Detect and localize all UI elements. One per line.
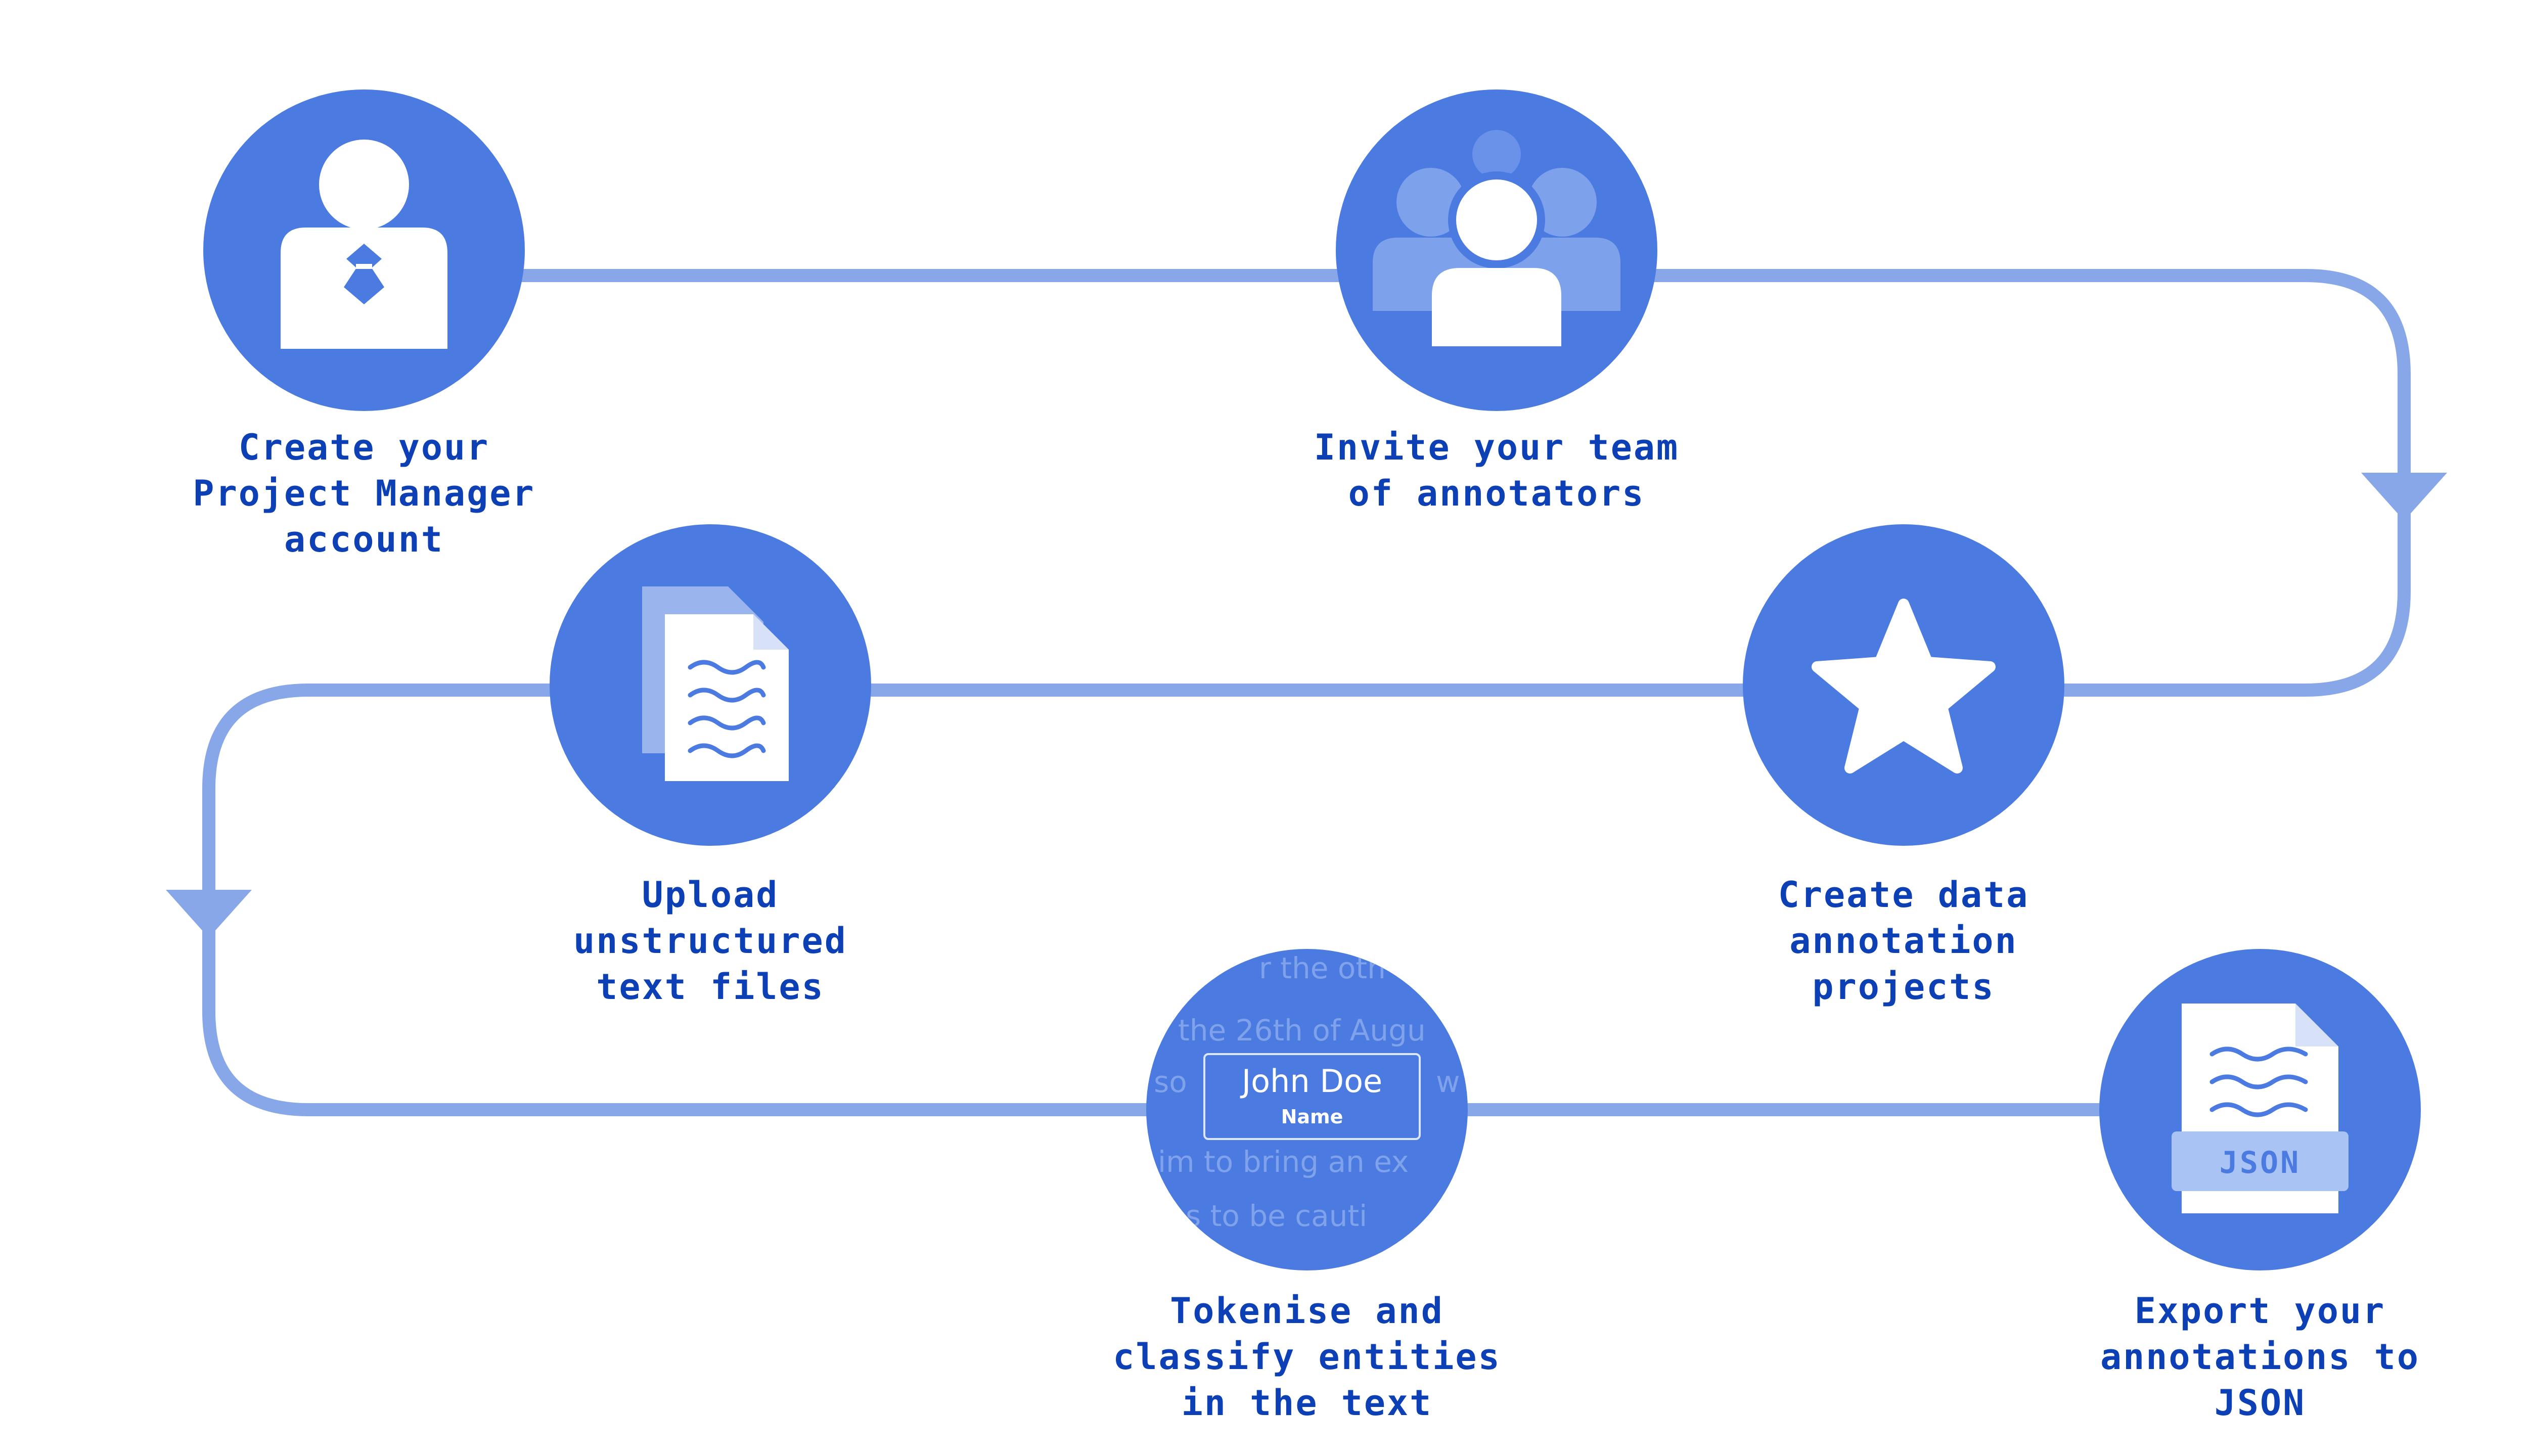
entity-class-label: Name — [1281, 1106, 1343, 1128]
step-circle-export-json: JSON — [2099, 949, 2421, 1270]
step-label-invite-team: Invite your team of annotators — [1314, 427, 1680, 514]
documents-icon — [642, 586, 789, 781]
step-circle-create-pm-account — [203, 89, 525, 411]
manager-icon — [281, 130, 447, 349]
sample-text-line: im to bring an ex — [1158, 1145, 1409, 1179]
team-icon — [1373, 130, 1620, 346]
step-circle-tokenise-classify: r the oth the 26th of Augu so w im to br… — [1146, 949, 1468, 1270]
down-arrow-icon — [2361, 473, 2447, 521]
entity-annotation-icon: r the oth the 26th of Augu so w im to br… — [1154, 951, 1460, 1233]
json-tag-label: JSON — [2220, 1145, 2301, 1180]
step-label-create-pm-account: Create your Project Manager account — [193, 427, 535, 560]
down-arrow-icon — [166, 890, 252, 938]
entity-box — [1203, 1053, 1421, 1140]
step-label-create-projects: Create data annotation projects — [1778, 874, 2029, 1008]
step-circle-create-projects — [1743, 524, 2064, 846]
sample-text-line: r the oth — [1259, 951, 1386, 985]
star-icon — [1812, 599, 1996, 774]
sample-text-line: w — [1436, 1065, 1460, 1099]
entity-text: John Doe — [1240, 1063, 1382, 1100]
step-label-tokenise-classify: Tokenise and classify entities in the te… — [1113, 1290, 1501, 1424]
step-label-export-json: Export your annotations to JSON — [2100, 1290, 2420, 1424]
step-circle-upload-files — [550, 524, 871, 846]
step-label-upload-files: Upload unstructured text files — [573, 874, 847, 1008]
json-file-icon: JSON — [2172, 1004, 2349, 1213]
sample-text-line: so — [1154, 1065, 1187, 1099]
sample-text-line: the 26th of Augu — [1178, 1013, 1426, 1048]
step-circle-invite-team — [1336, 89, 1657, 411]
workflow-path — [202, 269, 2411, 1116]
json-tag — [2172, 1131, 2349, 1191]
sample-text-line: s to be cauti — [1186, 1199, 1367, 1233]
